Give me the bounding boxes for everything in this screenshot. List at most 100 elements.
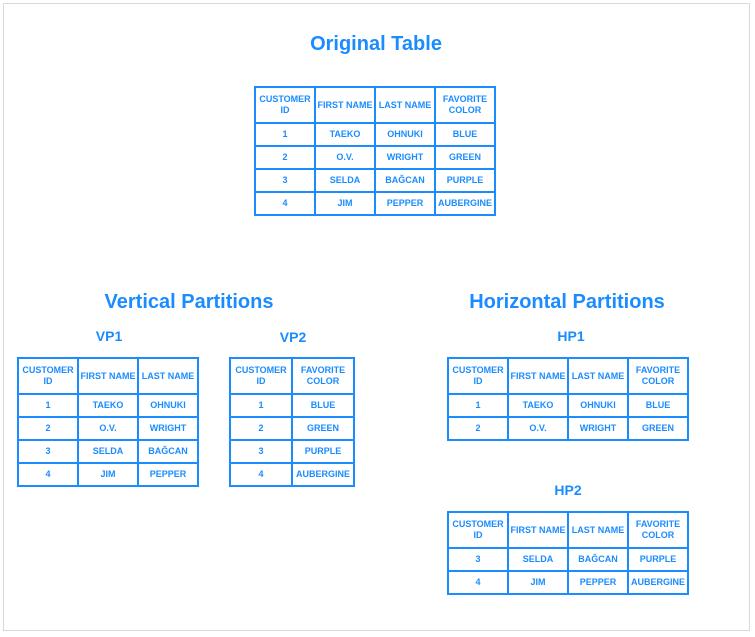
table-cell: 1 — [229, 393, 293, 418]
vp1-label: VP1 — [95, 328, 123, 344]
vertical-partitions-title: Vertical Partitions — [104, 291, 274, 313]
table-cell: 4 — [229, 462, 293, 487]
table-cell: 3 — [17, 439, 79, 464]
table-cell: OHNUKI — [137, 393, 199, 418]
table-cell: PURPLE — [434, 168, 496, 193]
column-header: FAVORITE COLOR — [627, 357, 689, 395]
table-cell: BLUE — [291, 393, 355, 418]
table-cell: TAEKO — [77, 393, 139, 418]
column-header: CUSTOMER ID — [17, 357, 79, 395]
column-header: LAST NAME — [567, 511, 629, 549]
table-cell: GREEN — [291, 416, 355, 441]
table-cell: 3 — [229, 439, 293, 464]
hp2-label: HP2 — [554, 482, 582, 498]
original-table-title: Original Table — [310, 33, 442, 55]
table-cell: BLUE — [434, 122, 496, 147]
table-cell: 3 — [447, 547, 509, 572]
table-cell: O.V. — [507, 416, 569, 441]
table-cell: 2 — [17, 416, 79, 441]
table-cell: SELDA — [507, 547, 569, 572]
column-header: CUSTOMER ID — [447, 511, 509, 549]
table-cell: 4 — [447, 570, 509, 595]
vp2-label: VP2 — [279, 329, 307, 345]
column-header: FIRST NAME — [314, 86, 376, 124]
table-cell: WRIGHT — [567, 416, 629, 441]
column-header: CUSTOMER ID — [229, 357, 293, 395]
table-cell: PEPPER — [567, 570, 629, 595]
table-cell: PURPLE — [627, 547, 689, 572]
table-cell: BAĞCAN — [374, 168, 436, 193]
table-cell: AUBERGINE — [627, 570, 689, 595]
table-cell: BAĞCAN — [137, 439, 199, 464]
column-header: FAVORITE COLOR — [434, 86, 496, 124]
horizontal-partitions-title: Horizontal Partitions — [469, 291, 665, 313]
column-header: LAST NAME — [567, 357, 629, 395]
table-cell: TAEKO — [507, 393, 569, 418]
table-cell: 1 — [447, 393, 509, 418]
column-header: LAST NAME — [374, 86, 436, 124]
table-cell: JIM — [507, 570, 569, 595]
table-cell: 1 — [254, 122, 316, 147]
table-cell: WRIGHT — [374, 145, 436, 170]
table-cell: 1 — [17, 393, 79, 418]
column-header: CUSTOMER ID — [447, 357, 509, 395]
table-cell: JIM — [314, 191, 376, 216]
table-cell: 3 — [254, 168, 316, 193]
table-cell: PEPPER — [374, 191, 436, 216]
column-header: FIRST NAME — [507, 357, 569, 395]
table-cell: AUBERGINE — [434, 191, 496, 216]
table-cell: OHNUKI — [567, 393, 629, 418]
table-cell: TAEKO — [314, 122, 376, 147]
table-cell: AUBERGINE — [291, 462, 355, 487]
column-header: FAVORITE COLOR — [291, 357, 355, 395]
table-cell: BAĞCAN — [567, 547, 629, 572]
table-cell: O.V. — [77, 416, 139, 441]
hp1-label: HP1 — [557, 328, 585, 344]
table-cell: 4 — [254, 191, 316, 216]
column-header: FAVORITE COLOR — [627, 511, 689, 549]
table-cell: GREEN — [627, 416, 689, 441]
table-cell: JIM — [77, 462, 139, 487]
table-cell: PEPPER — [137, 462, 199, 487]
table-cell: BLUE — [627, 393, 689, 418]
table-cell: 2 — [254, 145, 316, 170]
table-cell: O.V. — [314, 145, 376, 170]
table-cell: 4 — [17, 462, 79, 487]
table-cell: PURPLE — [291, 439, 355, 464]
column-header: LAST NAME — [137, 357, 199, 395]
table-cell: WRIGHT — [137, 416, 199, 441]
table-cell: OHNUKI — [374, 122, 436, 147]
table-cell: SELDA — [314, 168, 376, 193]
table-cell: 2 — [447, 416, 509, 441]
column-header: FIRST NAME — [507, 511, 569, 549]
table-cell: SELDA — [77, 439, 139, 464]
column-header: CUSTOMER ID — [254, 86, 316, 124]
column-header: FIRST NAME — [77, 357, 139, 395]
